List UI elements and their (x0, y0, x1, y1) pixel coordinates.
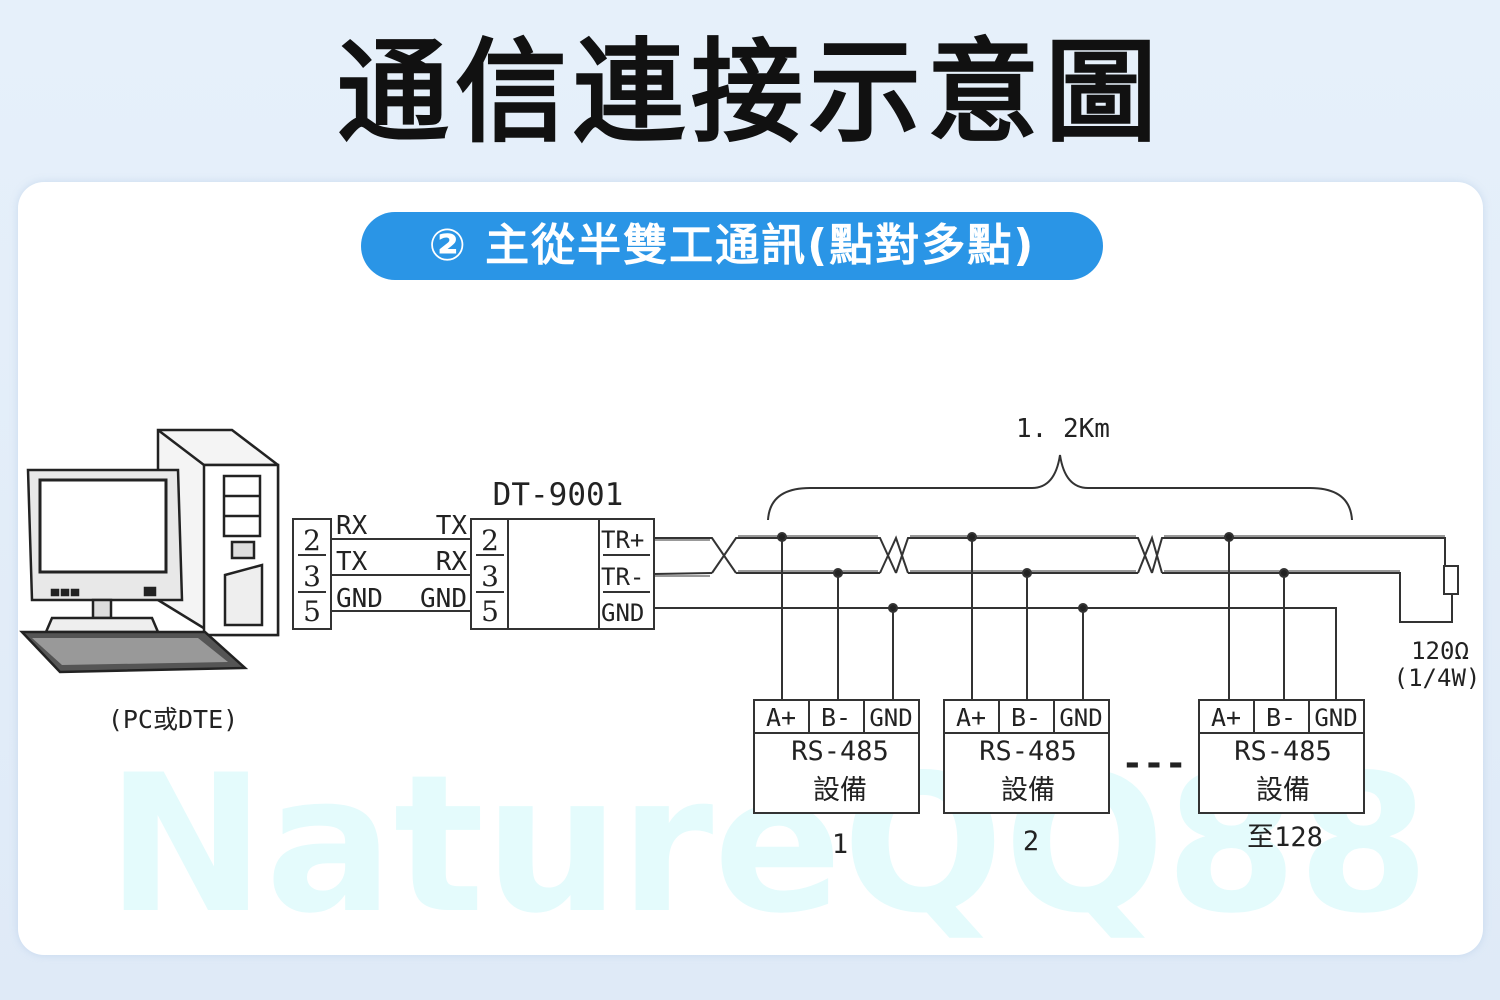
distance-brace (767, 454, 1353, 521)
device-box-2 (943, 699, 1110, 814)
conv-out-gnd: GND (601, 599, 644, 627)
device-128-type: RS-485 (1234, 736, 1332, 767)
conv-signal-gnd: GND (420, 584, 467, 614)
device-1-name: 設備 (813, 775, 867, 806)
terminator-resistor (1443, 565, 1459, 595)
rs232-wires (331, 538, 471, 612)
conv-pin-5: 5 (481, 595, 499, 628)
device-drops (777, 532, 1289, 700)
device-128-terminal-a: A+ (1211, 703, 1241, 732)
conv-signal-tx: TX (436, 511, 468, 541)
rs485-bus (653, 534, 1453, 700)
device-box-128 (1198, 699, 1365, 814)
converter-name: DT-9001 (493, 477, 624, 513)
distance-label: 1. 2Km (1016, 414, 1110, 444)
device-128-index: 至128 (1247, 822, 1323, 853)
pc-signal-tx: TX (336, 547, 368, 577)
device-box-1 (753, 699, 920, 814)
device-1-index: 1 (832, 829, 848, 860)
terminator-rating: (1/4W) (1394, 664, 1481, 692)
device-2-type: RS-485 (979, 736, 1077, 767)
device-128-terminal-gnd: GND (1314, 704, 1357, 732)
pc-pin-5: 5 (303, 595, 321, 628)
device-2-name: 設備 (1001, 775, 1055, 806)
conv-pin-3: 3 (481, 560, 499, 593)
device-128-terminal-b: B- (1266, 703, 1296, 732)
pc-signal-rx: RX (336, 511, 368, 541)
device-2-index: 2 (1023, 826, 1039, 857)
device-1-terminal-a: A+ (766, 703, 796, 732)
device-1-terminal-gnd: GND (869, 704, 912, 732)
subtitle-badge: ② 主從半雙工通訊(點對多點) (361, 212, 1103, 280)
converter-box (470, 518, 655, 630)
pc-db9-connector (292, 518, 332, 630)
device-1-type: RS-485 (791, 736, 889, 767)
device-128-name: 設備 (1256, 775, 1310, 806)
pc-label: (PC或DTE) (108, 705, 238, 734)
computer-icon (19, 428, 280, 674)
device-ellipsis: --- (1121, 743, 1186, 784)
page-title: 通信連接示意圖 (337, 28, 1163, 158)
pc-signal-gnd: GND (336, 584, 383, 614)
device-2-terminal-b: B- (1011, 703, 1041, 732)
pc-pin-3: 3 (303, 560, 321, 593)
device-1-terminal-b: B- (821, 703, 851, 732)
pc-pin-2: 2 (303, 524, 321, 557)
conv-out-trminus: TR- (601, 563, 644, 591)
conv-pin-2: 2 (481, 524, 499, 557)
conv-out-trplus: TR+ (601, 526, 644, 554)
device-2-terminal-a: A+ (956, 703, 986, 732)
device-2-terminal-gnd: GND (1059, 704, 1102, 732)
terminator-value: 120Ω (1411, 637, 1469, 665)
conv-signal-rx: RX (436, 547, 468, 577)
